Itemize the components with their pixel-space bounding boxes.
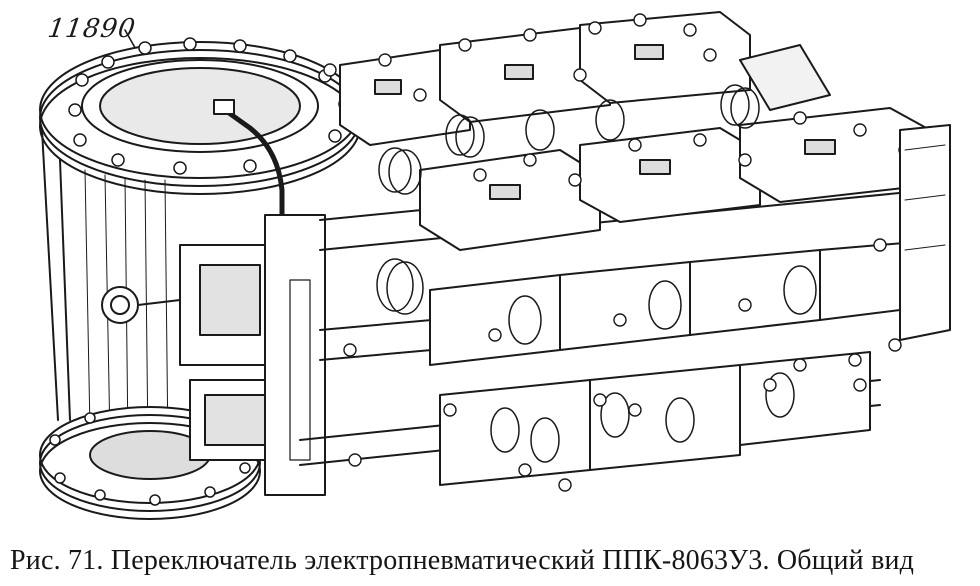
upper-contactors <box>339 11 831 146</box>
right-end-bracket <box>899 124 951 341</box>
housing-bolts <box>323 13 932 492</box>
part-number-label: 11890 <box>45 14 138 44</box>
cylinder-body <box>41 129 169 451</box>
middle-contactors <box>419 107 931 251</box>
technical-drawing <box>39 11 951 520</box>
figure-caption: Рис. 71. Переключатель электропневматиче… <box>10 545 915 576</box>
valve-block <box>101 214 326 496</box>
cylinder-top-flange <box>39 37 361 233</box>
lower-contactors <box>429 239 941 486</box>
spring-coils <box>376 84 817 463</box>
